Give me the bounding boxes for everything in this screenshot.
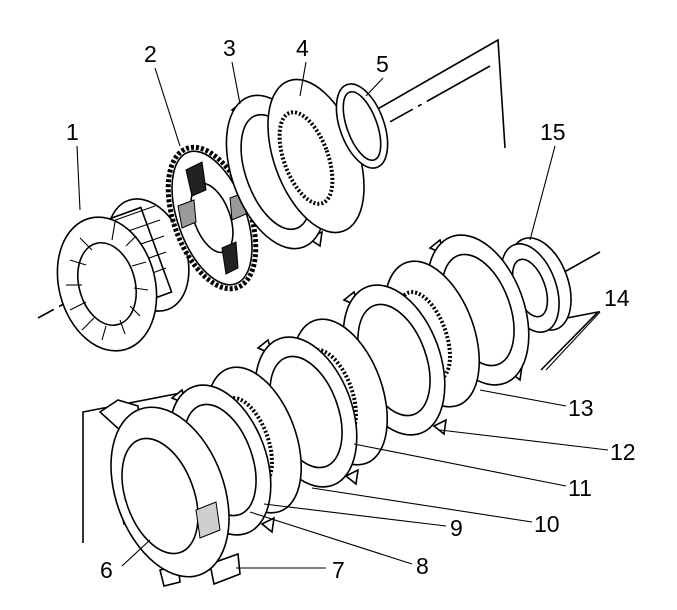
label-2: 2 — [144, 41, 157, 67]
label-8: 8 — [416, 553, 429, 579]
label-5: 5 — [376, 51, 389, 77]
label-1: 1 — [66, 119, 79, 145]
leader-lines — [76, 61, 609, 569]
part-5-snap-ring — [335, 83, 389, 169]
label-4: 4 — [296, 35, 309, 61]
callout-labels: 1 2 3 4 5 15 14 13 12 11 10 9 8 7 6 — [66, 35, 636, 583]
label-6: 6 — [100, 557, 113, 583]
label-15: 15 — [540, 119, 566, 145]
label-7: 7 — [332, 557, 345, 583]
label-3: 3 — [223, 35, 236, 61]
part-1-clutch-hub — [56, 198, 190, 352]
label-12: 12 — [610, 439, 636, 465]
label-10: 10 — [534, 511, 560, 537]
label-13: 13 — [568, 395, 594, 421]
part-2-gear-plate — [165, 144, 259, 292]
label-11: 11 — [568, 475, 592, 501]
part-6-backing-plate — [98, 399, 241, 587]
label-9: 9 — [450, 515, 463, 541]
label-14: 14 — [604, 285, 630, 311]
